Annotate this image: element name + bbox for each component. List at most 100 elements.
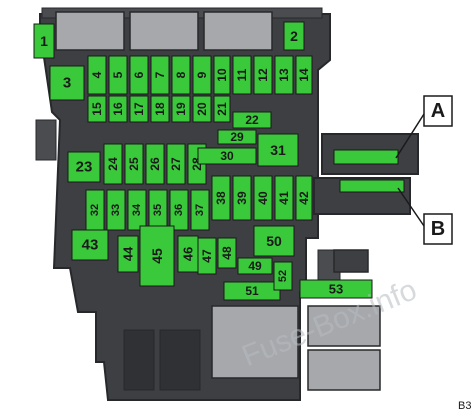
fuse-body: [127, 189, 147, 231]
fuse-label: 22: [245, 113, 259, 127]
fuse-label: 21: [215, 102, 229, 116]
fuse-body: [171, 55, 191, 95]
side-relay-assembly: [313, 133, 419, 215]
relay-bottom-2: [307, 305, 381, 347]
fuse-body: [166, 143, 186, 185]
fuse-body: [232, 55, 252, 95]
fuse-label: 30: [220, 149, 234, 163]
fuse-21: 21: [213, 95, 231, 123]
fuse-53: 53: [299, 279, 373, 299]
fuse-body: [150, 55, 170, 95]
fuse-body: [49, 65, 85, 101]
fuse-39: 39: [232, 175, 252, 221]
connector-notch: [333, 249, 369, 273]
fuse-13: 13: [274, 55, 294, 95]
fuse-body: [145, 143, 165, 185]
fuse-42: 42: [295, 175, 313, 221]
fuse-4: 4: [87, 55, 107, 95]
fuse-35: 35: [148, 189, 168, 231]
fuse-label: 35: [152, 204, 164, 216]
fuse-label: 47: [200, 249, 214, 263]
fuse-43: 43: [71, 229, 109, 261]
fuse-label: 19: [174, 102, 188, 116]
fuse-38: 38: [211, 175, 231, 221]
fuse-label: 25: [127, 157, 141, 171]
fuse-33: 33: [106, 189, 126, 231]
fuse-label: 42: [297, 191, 311, 205]
fuse-body: [295, 175, 313, 221]
fuse-label: 27: [169, 157, 183, 171]
fuse-label: 9: [195, 71, 209, 78]
fuse-label: 45: [149, 248, 165, 264]
callout-leader-line: [395, 113, 425, 159]
fuse-body: [150, 95, 170, 123]
fuse-label: 34: [131, 203, 143, 216]
fuse-body: [217, 129, 257, 145]
fuse-body: [211, 175, 231, 221]
fuse-23: 23: [67, 151, 101, 183]
fuse-body: [237, 257, 273, 275]
fuse-51: 51: [223, 281, 281, 301]
fuse-34: 34: [127, 189, 147, 231]
fuse-body: [171, 95, 191, 123]
fuse-label: 31: [270, 142, 286, 158]
fuse-body: [253, 225, 295, 257]
fuse-label: 11: [235, 68, 249, 81]
fuse-body: [129, 55, 149, 95]
fuse-body: [217, 237, 237, 269]
fuse-body: [108, 55, 128, 95]
fuse-label: 23: [76, 159, 93, 176]
fuse-label: 15: [90, 102, 104, 116]
fuse-10: 10: [213, 55, 231, 95]
fuse-label: 2: [290, 28, 298, 44]
fuse-label: 51: [245, 284, 259, 298]
fuse-body: [274, 175, 294, 221]
fuse-40: 40: [253, 175, 273, 221]
callout-label: A: [431, 100, 445, 122]
fuse-label: 49: [248, 259, 262, 273]
fuse-26: 26: [145, 143, 165, 185]
fuse-label: 18: [153, 102, 167, 116]
relay-bottom-3: [307, 349, 381, 391]
fuse-label: 26: [148, 157, 162, 171]
fuse-label: 12: [256, 68, 270, 82]
callout-box: [423, 213, 453, 245]
fuse-label: 6: [132, 71, 146, 78]
fuse-label: 7: [153, 71, 167, 78]
callout-label: B: [431, 218, 445, 240]
fuse-50: 50: [253, 225, 295, 257]
fuse-47: 47: [197, 237, 217, 275]
fuse-body: [169, 189, 189, 231]
fuse-body: [232, 175, 252, 221]
fuse-body: [106, 189, 126, 231]
fuse-body: [33, 23, 55, 59]
fuse-7: 7: [150, 55, 170, 95]
fuse-label: 50: [266, 233, 282, 249]
fuse-label: 48: [220, 246, 234, 260]
fuse-12: 12: [253, 55, 273, 95]
fuse-label: 43: [82, 237, 99, 254]
fuse-3: 3: [49, 65, 85, 101]
fuse-19: 19: [171, 95, 191, 123]
fuse-body: [257, 133, 299, 167]
fuse-5: 5: [108, 55, 128, 95]
fuse-label: 38: [214, 191, 228, 205]
fuse-body: [232, 111, 272, 129]
reference-code: B3: [458, 400, 471, 410]
fuse-24: 24: [103, 143, 123, 185]
fuse-14: 14: [295, 55, 313, 95]
fuse-label: 8: [174, 71, 188, 78]
fuse-label: 1: [40, 33, 48, 49]
fuse-label: 3: [63, 75, 71, 92]
fuse-body: [67, 151, 101, 183]
bottom-slot-1: [123, 329, 155, 391]
fuse-22: 22: [232, 111, 272, 129]
fuse-45: 45: [139, 225, 175, 287]
fuse-body: [223, 281, 281, 301]
fuse-body: [124, 143, 144, 185]
fuse-body: [192, 55, 212, 95]
fuse-1: 1: [33, 23, 55, 59]
fuse-37: 37: [190, 189, 210, 231]
fuse-11: 11: [232, 55, 252, 95]
